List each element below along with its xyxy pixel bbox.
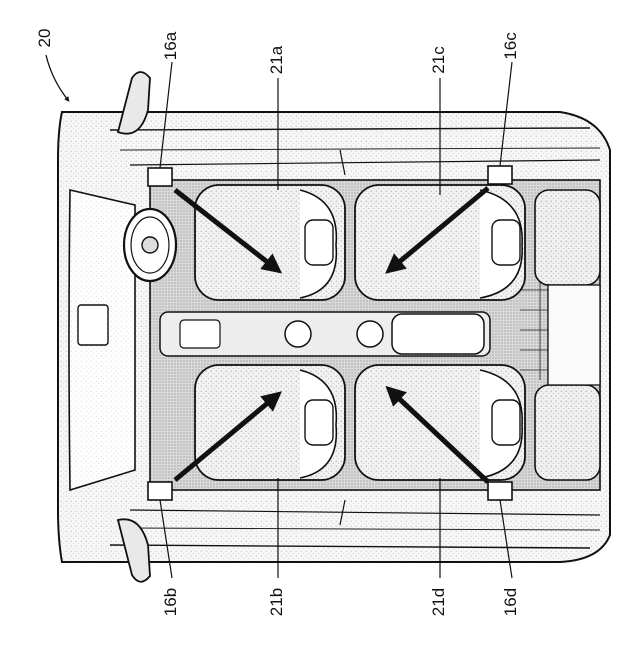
label-21d: 21d [429,588,448,616]
reference-numeral-leader [46,55,68,100]
sensor-16c [488,166,512,184]
label-16d: 16d [501,588,520,616]
seat-front-right [195,365,345,480]
seat-rear-left [355,185,525,300]
label-16b: 16b [161,588,180,616]
sensor-16a [148,168,172,186]
sensor-16b [148,482,172,500]
label-16a: 16a [161,31,180,60]
center-console [160,312,490,356]
label-16c: 16c [501,32,520,60]
reference-numeral-20: 20 [35,29,54,48]
label-21b: 21b [267,588,286,616]
seat-front-left [195,185,345,300]
sensor-16d [488,482,512,500]
seat-rear-right [355,365,525,480]
steering-wheel [124,209,176,281]
label-21c: 21c [429,46,448,74]
label-21a: 21a [267,45,286,74]
